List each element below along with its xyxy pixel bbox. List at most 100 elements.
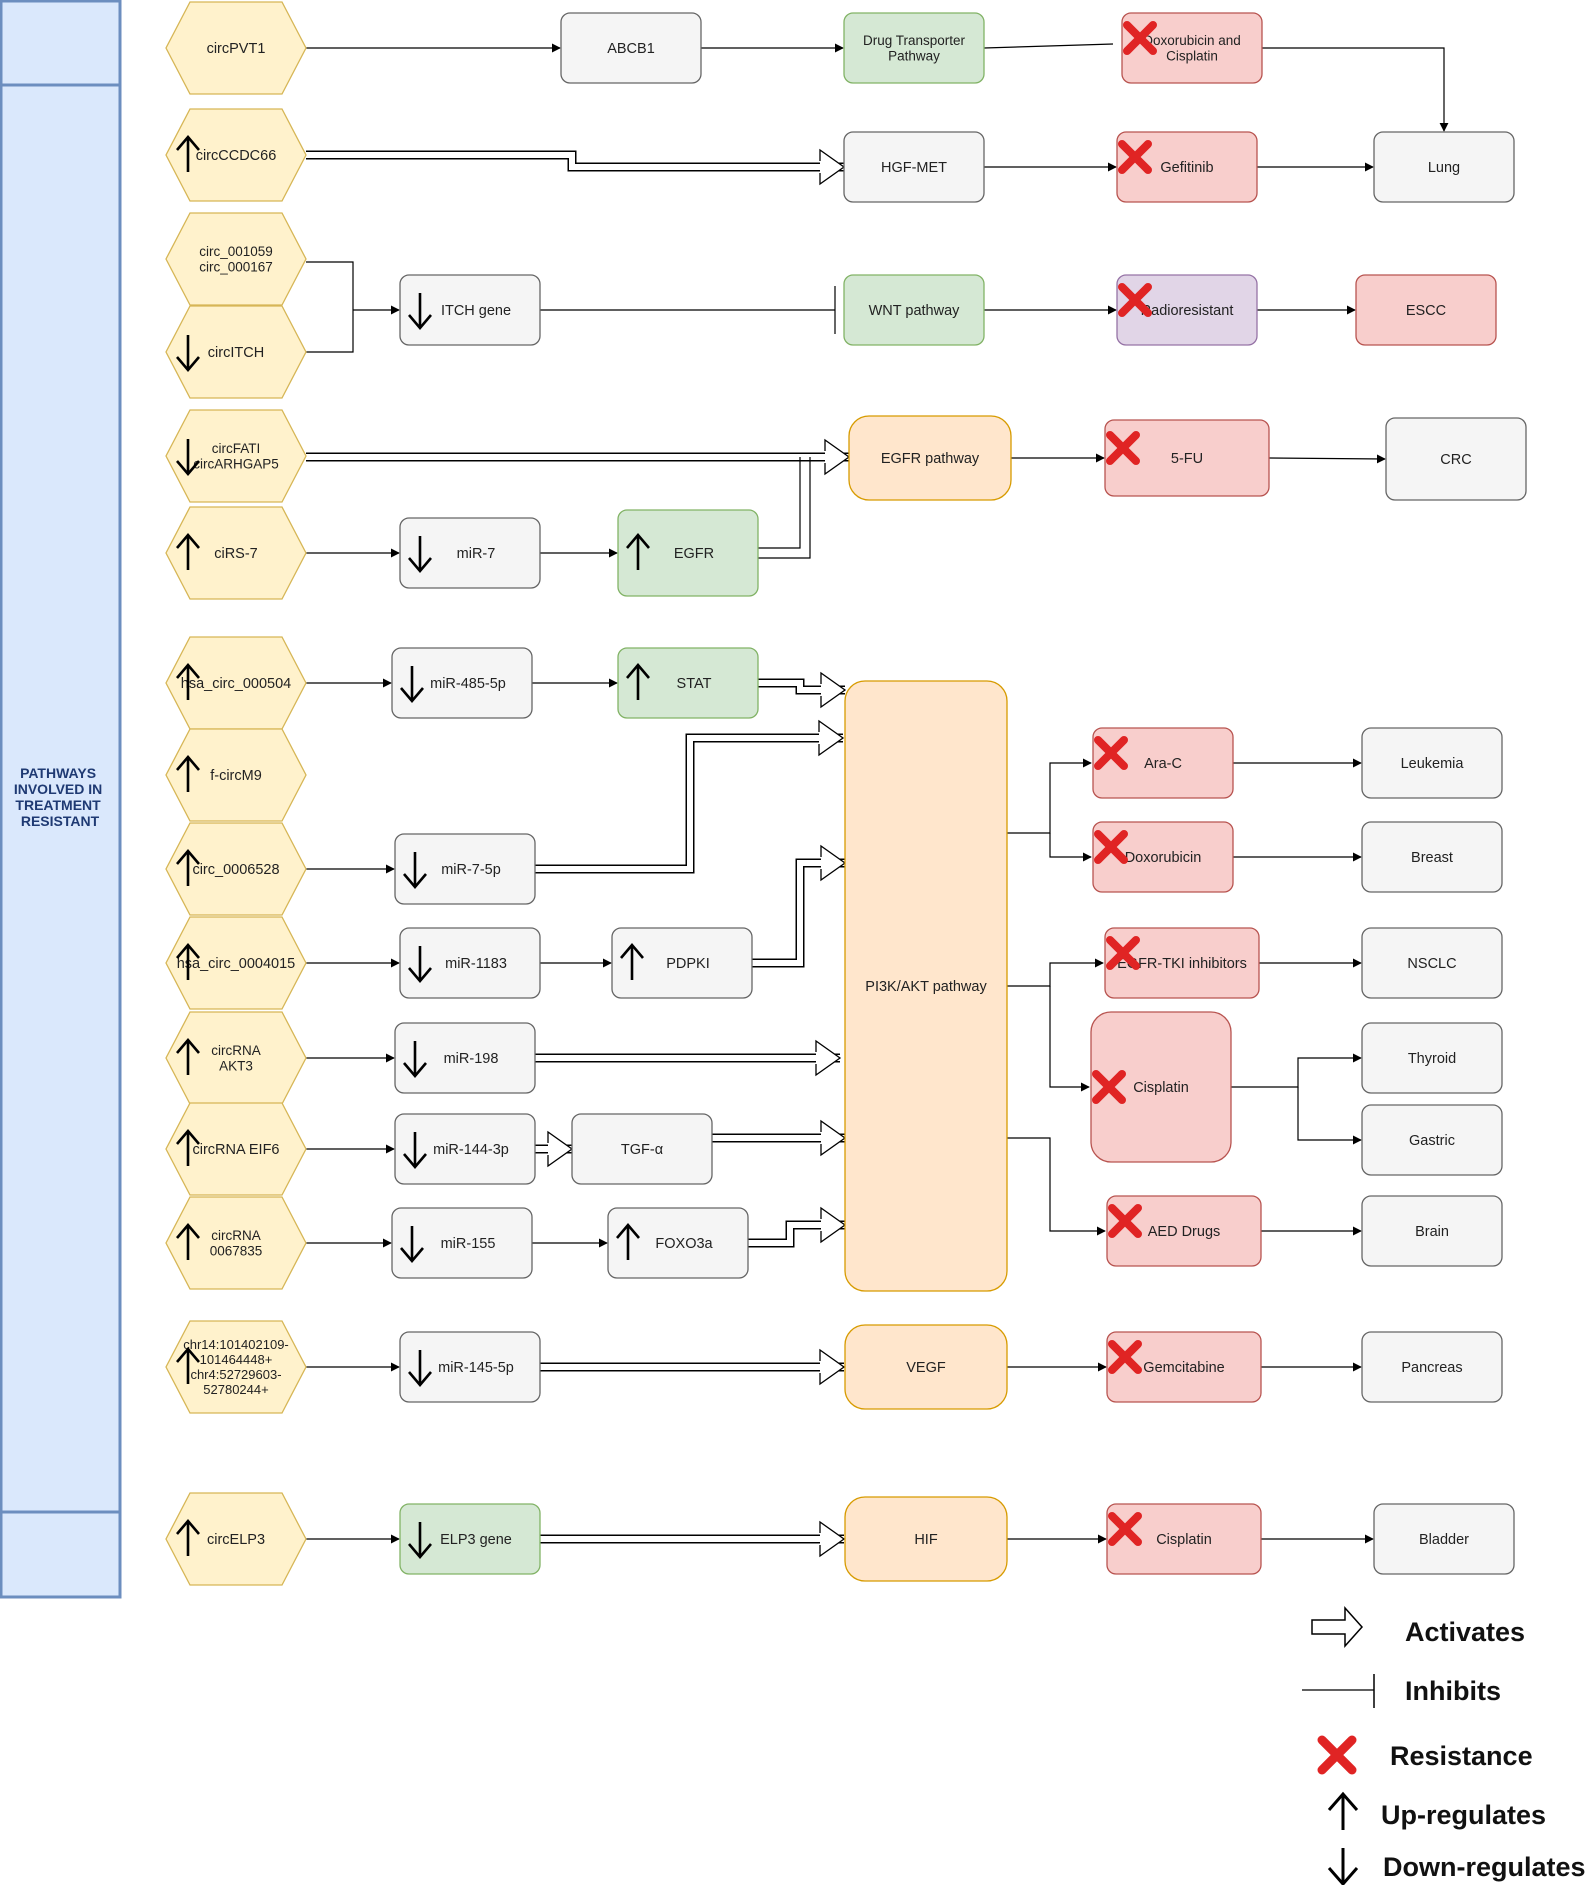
up-arrow-icon xyxy=(176,1346,200,1384)
node-label: VEGF xyxy=(906,1360,946,1376)
legend-down-label: Down-regulates xyxy=(1383,1852,1586,1882)
node-label: ABCB1 xyxy=(607,41,655,57)
node-stat: STAT xyxy=(617,647,759,719)
node-label: miR-144-3p xyxy=(433,1142,509,1158)
node-label: Thyroid xyxy=(1408,1051,1456,1067)
node-brain: Brain xyxy=(1361,1195,1503,1267)
node-label: Doxorubicin xyxy=(1125,850,1202,866)
node-label: Bladder xyxy=(1419,1532,1469,1548)
node-hsa-0004015: hsa_circ_0004015 xyxy=(165,916,307,1010)
node-label: Pancreas xyxy=(1401,1360,1462,1376)
node-label: ESCC xyxy=(1406,303,1446,319)
node-egfr: EGFR xyxy=(617,509,759,597)
up-arrow-icon xyxy=(626,532,650,570)
node-aed: AED Drugs xyxy=(1106,1195,1262,1267)
node-circ-elp3: circELP3 xyxy=(165,1492,307,1586)
node-label: PI3K/AKT pathway xyxy=(865,979,987,995)
resistance-x-icon xyxy=(1094,736,1128,770)
node-mi-r1183: miR-1183 xyxy=(399,927,541,999)
resistance-x-icon xyxy=(1108,1204,1142,1238)
node-chr14: chr14:101402109-101464448+chr4:52729603-… xyxy=(165,1320,307,1414)
down-arrow-icon xyxy=(403,1132,427,1170)
node-crc: CRC xyxy=(1385,417,1527,501)
resistance-x-icon xyxy=(1092,1070,1126,1104)
node-label: circELP3 xyxy=(207,1532,265,1548)
node-label: Cisplatin xyxy=(1133,1080,1189,1096)
node-label: f-circM9 xyxy=(210,768,262,784)
node-label: miR-7 xyxy=(457,546,496,562)
node-gefitinib: Gefitinib xyxy=(1116,131,1258,203)
node-label: Breast xyxy=(1411,850,1453,866)
node-circ-ccdc66: circCCDC66 xyxy=(165,108,307,202)
node-label: hsa_circ_0004015 xyxy=(177,956,296,972)
down-arrow-icon xyxy=(403,1041,427,1079)
node-label: chr14:101402109-101464448+chr4:52729603-… xyxy=(183,1337,289,1397)
node-tgfa: TGF-α xyxy=(571,1113,713,1185)
node-ci-rs7: ciRS-7 xyxy=(165,506,307,600)
node-abcb1: ABCB1 xyxy=(560,12,702,84)
resistance-x-icon xyxy=(1108,1340,1142,1374)
node-label: miR-485-5p xyxy=(430,676,506,692)
node-label: STAT xyxy=(677,676,712,692)
node-foxo3a: FOXO3a xyxy=(607,1207,749,1279)
node-egfr-tki: EGFR-TKI inhibitors xyxy=(1104,927,1260,999)
node-hsa-000504: hsa_circ_000504 xyxy=(165,636,307,730)
node-label: circCCDC66 xyxy=(196,148,277,164)
node-circ-eif6: circRNA EIF6 xyxy=(165,1102,307,1196)
down-arrow-icon xyxy=(400,666,424,704)
node-cisplatin-hif: Cisplatin xyxy=(1106,1503,1262,1575)
up-arrow-icon xyxy=(626,662,650,700)
node-label: ELP3 gene xyxy=(440,1532,512,1548)
resistance-x-icon xyxy=(1108,1512,1142,1546)
node-circ-itch: circITCH xyxy=(165,305,307,399)
node-mi-r155: miR-155 xyxy=(391,1207,533,1279)
legend-up-label: Up-regulates xyxy=(1381,1800,1546,1830)
node-label: Ara-C xyxy=(1144,756,1182,772)
node-pancreas: Pancreas xyxy=(1361,1331,1503,1403)
node-mi-r7: miR-7 xyxy=(399,517,541,589)
node-label: Radioresistant xyxy=(1141,303,1234,319)
up-arrow-icon xyxy=(176,848,200,886)
node-label: circITCH xyxy=(208,345,264,361)
node-wnt: WNT pathway xyxy=(843,274,985,346)
resistance-x-icon xyxy=(1106,936,1140,970)
node-mi-r145: miR-145-5p xyxy=(399,1331,541,1403)
legend-resistance-label: Resistance xyxy=(1390,1741,1533,1771)
node-hif: HIF xyxy=(844,1496,1008,1582)
node-label: Lung xyxy=(1428,160,1460,176)
node-label: miR-198 xyxy=(444,1051,499,1067)
node-gastric: Gastric xyxy=(1361,1104,1503,1176)
node-doxorubicin: Doxorubicin xyxy=(1092,821,1234,893)
node-mi-r7-5p: miR-7-5p xyxy=(394,833,536,905)
up-arrow-icon xyxy=(176,134,200,172)
node-lung: Lung xyxy=(1373,131,1515,203)
down-arrow-icon xyxy=(408,1522,432,1560)
node-radioresistant: Radioresistant xyxy=(1116,274,1258,346)
node-label: Leukemia xyxy=(1401,756,1465,772)
node-label: miR-155 xyxy=(441,1236,496,1252)
node-label: ITCH gene xyxy=(441,303,511,319)
down-arrow-icon xyxy=(176,439,200,477)
node-label: Gefitinib xyxy=(1160,160,1213,176)
resistance-x-icon xyxy=(1094,830,1128,864)
node-egfr-pathway: EGFR pathway xyxy=(848,415,1012,501)
resistance-x-icon xyxy=(1123,21,1157,55)
up-arrow-icon xyxy=(176,532,200,570)
node-label: AED Drugs xyxy=(1148,1224,1221,1240)
side-panel-label: PATHWAYS INVOLVED IN TREATMENT RESISTANT xyxy=(14,765,106,829)
node-vegf: VEGF xyxy=(844,1324,1008,1410)
node-itch-gene: ITCH gene xyxy=(399,274,541,346)
node-label: TGF-α xyxy=(621,1142,663,1158)
node-label: miR-145-5p xyxy=(438,1360,514,1376)
node-cisplatin-big: Cisplatin xyxy=(1090,1011,1232,1163)
node-elp3-gene: ELP3 gene xyxy=(399,1503,541,1575)
